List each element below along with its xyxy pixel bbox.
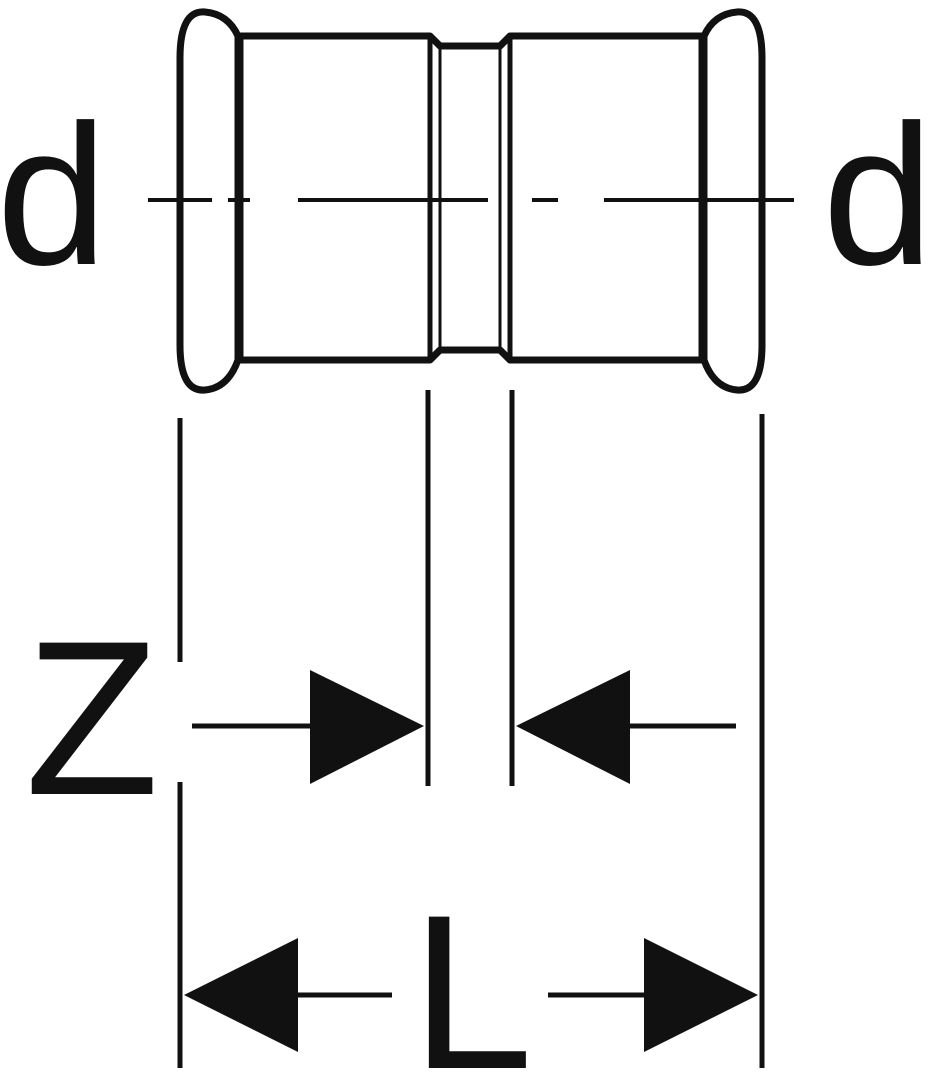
l-arrow-left-head [184, 938, 298, 1052]
diameter-label-left: d [0, 84, 108, 307]
l-dimension-label: L [411, 869, 533, 1080]
z-arrow-left-head [310, 670, 424, 784]
extension-lines [177, 390, 765, 1068]
coupling-body-outline [234, 32, 708, 364]
z-dimension-label: Z [25, 595, 159, 841]
z-dimension [192, 670, 736, 784]
diameter-label-right: d [822, 84, 933, 307]
z-arrow-right-head [516, 670, 630, 784]
l-arrow-right-head [644, 938, 758, 1052]
l-dimension [184, 938, 758, 1052]
